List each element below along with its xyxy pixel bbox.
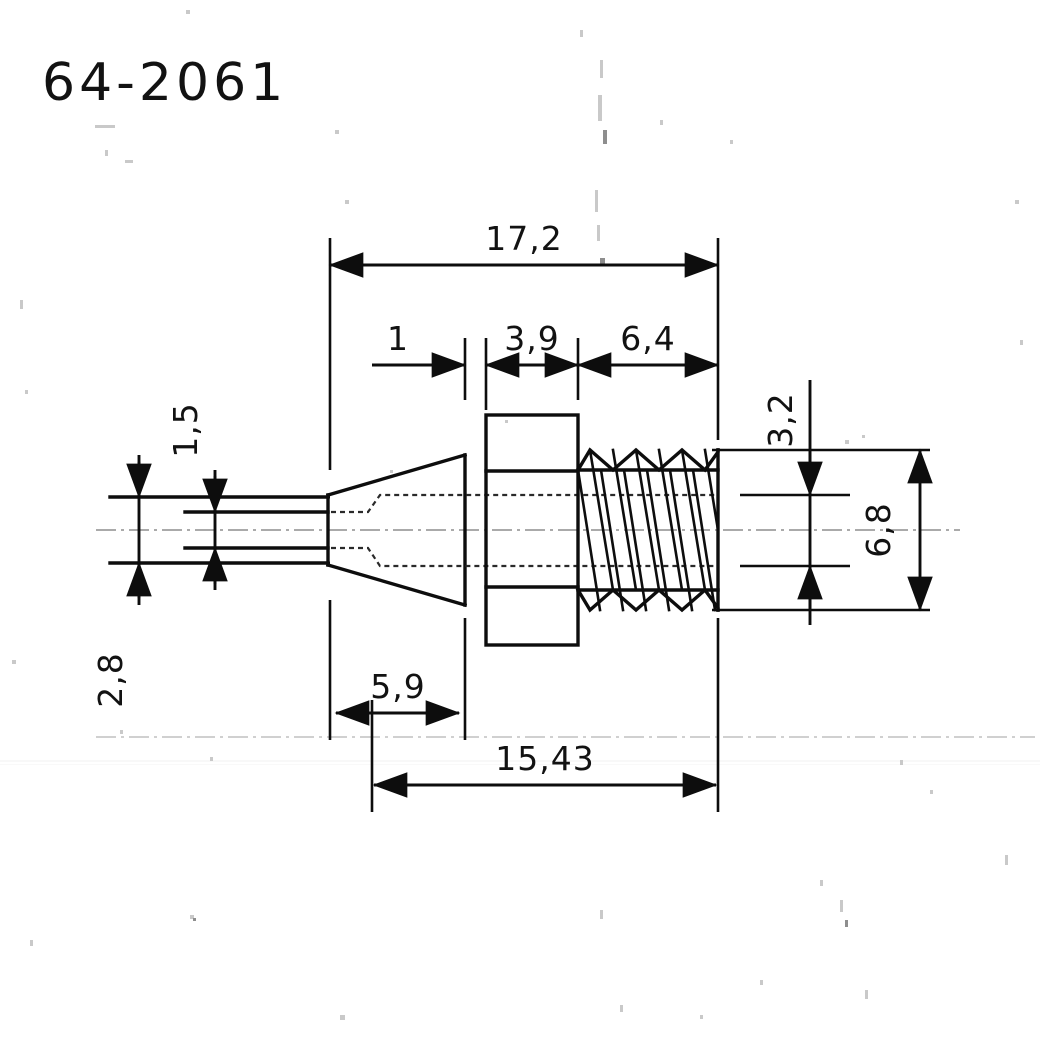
dimension-label-6-4: 6,4 <box>620 319 675 358</box>
dimension-label-1-5: 1,5 <box>166 402 205 457</box>
dimension-overall-top: 17,2 <box>328 219 720 278</box>
dimension-left-outer: 2,8 <box>91 455 152 708</box>
center-lines <box>96 529 1035 738</box>
external-thread <box>575 447 720 613</box>
dimension-label-6-8: 6,8 <box>859 502 898 557</box>
dimension-bottom-short: 5,9 <box>334 667 461 726</box>
dimension-label-3-2: 3,2 <box>761 392 800 447</box>
tapered-ferrule <box>325 452 468 608</box>
part-number-title: 64-2061 <box>42 53 287 113</box>
internal-bore-hidden-lines <box>331 493 718 568</box>
dimension-label-15-43: 15,43 <box>495 739 594 778</box>
dimension-label-17-2: 17,2 <box>485 219 562 258</box>
dimension-right-outer: 6,8 <box>859 448 933 612</box>
dimension-left-inner: 1,5 <box>166 402 228 590</box>
dimension-label-2-8: 2,8 <box>91 652 130 707</box>
dimension-label-3-9: 3,9 <box>504 319 559 358</box>
dimension-chain-row: 1 3,9 6,4 <box>372 319 720 378</box>
dimension-bottom-overall: 15,43 <box>370 700 718 812</box>
dimension-right-inner: 3,2 <box>761 380 823 625</box>
dimension-label-1: 1 <box>387 319 409 358</box>
dimension-label-5-9: 5,9 <box>370 667 425 706</box>
hex-nut-body <box>484 413 580 647</box>
